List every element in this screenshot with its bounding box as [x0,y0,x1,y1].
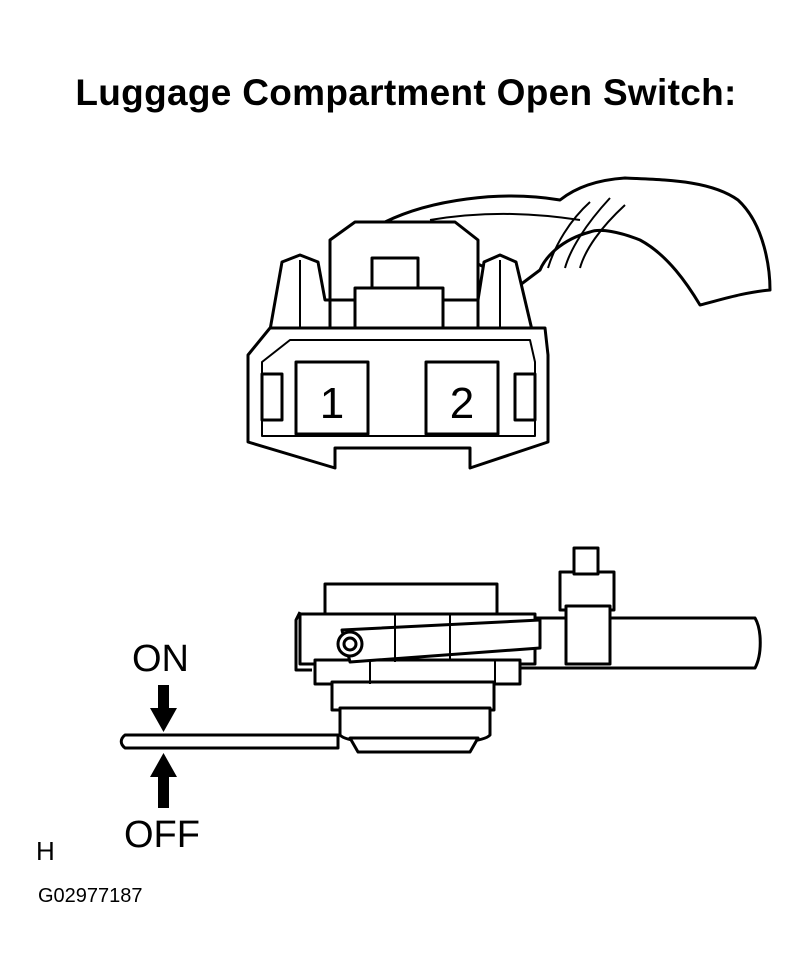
switch-actuation-plate [119,733,340,750]
off-label: OFF [124,814,200,856]
connector-front-face [246,326,550,470]
terminal-1-cavity [294,360,370,436]
switch-illustration [119,546,762,754]
figure-code: G02977187 [38,885,143,907]
wire-strand [429,212,581,221]
wire-strand [579,204,626,269]
off-arrow-icon [150,753,177,808]
connector-illustration [246,176,772,470]
switch-clamp-body [564,604,612,666]
wire-strand [564,197,611,269]
terminal-1-label: 1 [320,379,344,428]
switch-body-lower [313,658,522,686]
terminal-2-label: 2 [450,379,474,428]
on-arrow-icon [150,685,177,732]
connector-side-window-right [513,372,537,422]
page-title: Luggage Compartment Open Switch: [75,72,737,113]
switch-lever-pivot-inner [342,636,358,652]
wire-strand [547,201,591,269]
switch-clamp-bolt [572,546,600,576]
terminal-2-cavity [424,360,500,436]
switch-plunger-bottom [348,736,480,754]
figure-letter: H [36,836,55,866]
on-label: ON [132,638,189,680]
switch-mount-rod [518,616,762,670]
switch-body-base [330,680,496,712]
switch-clamp [558,570,616,612]
connector-wire [383,176,772,307]
switch-left-bracket [294,611,312,672]
switch-top-plate [323,582,499,618]
connector-side-window-left [260,372,284,422]
connector-front-frame [261,339,536,437]
